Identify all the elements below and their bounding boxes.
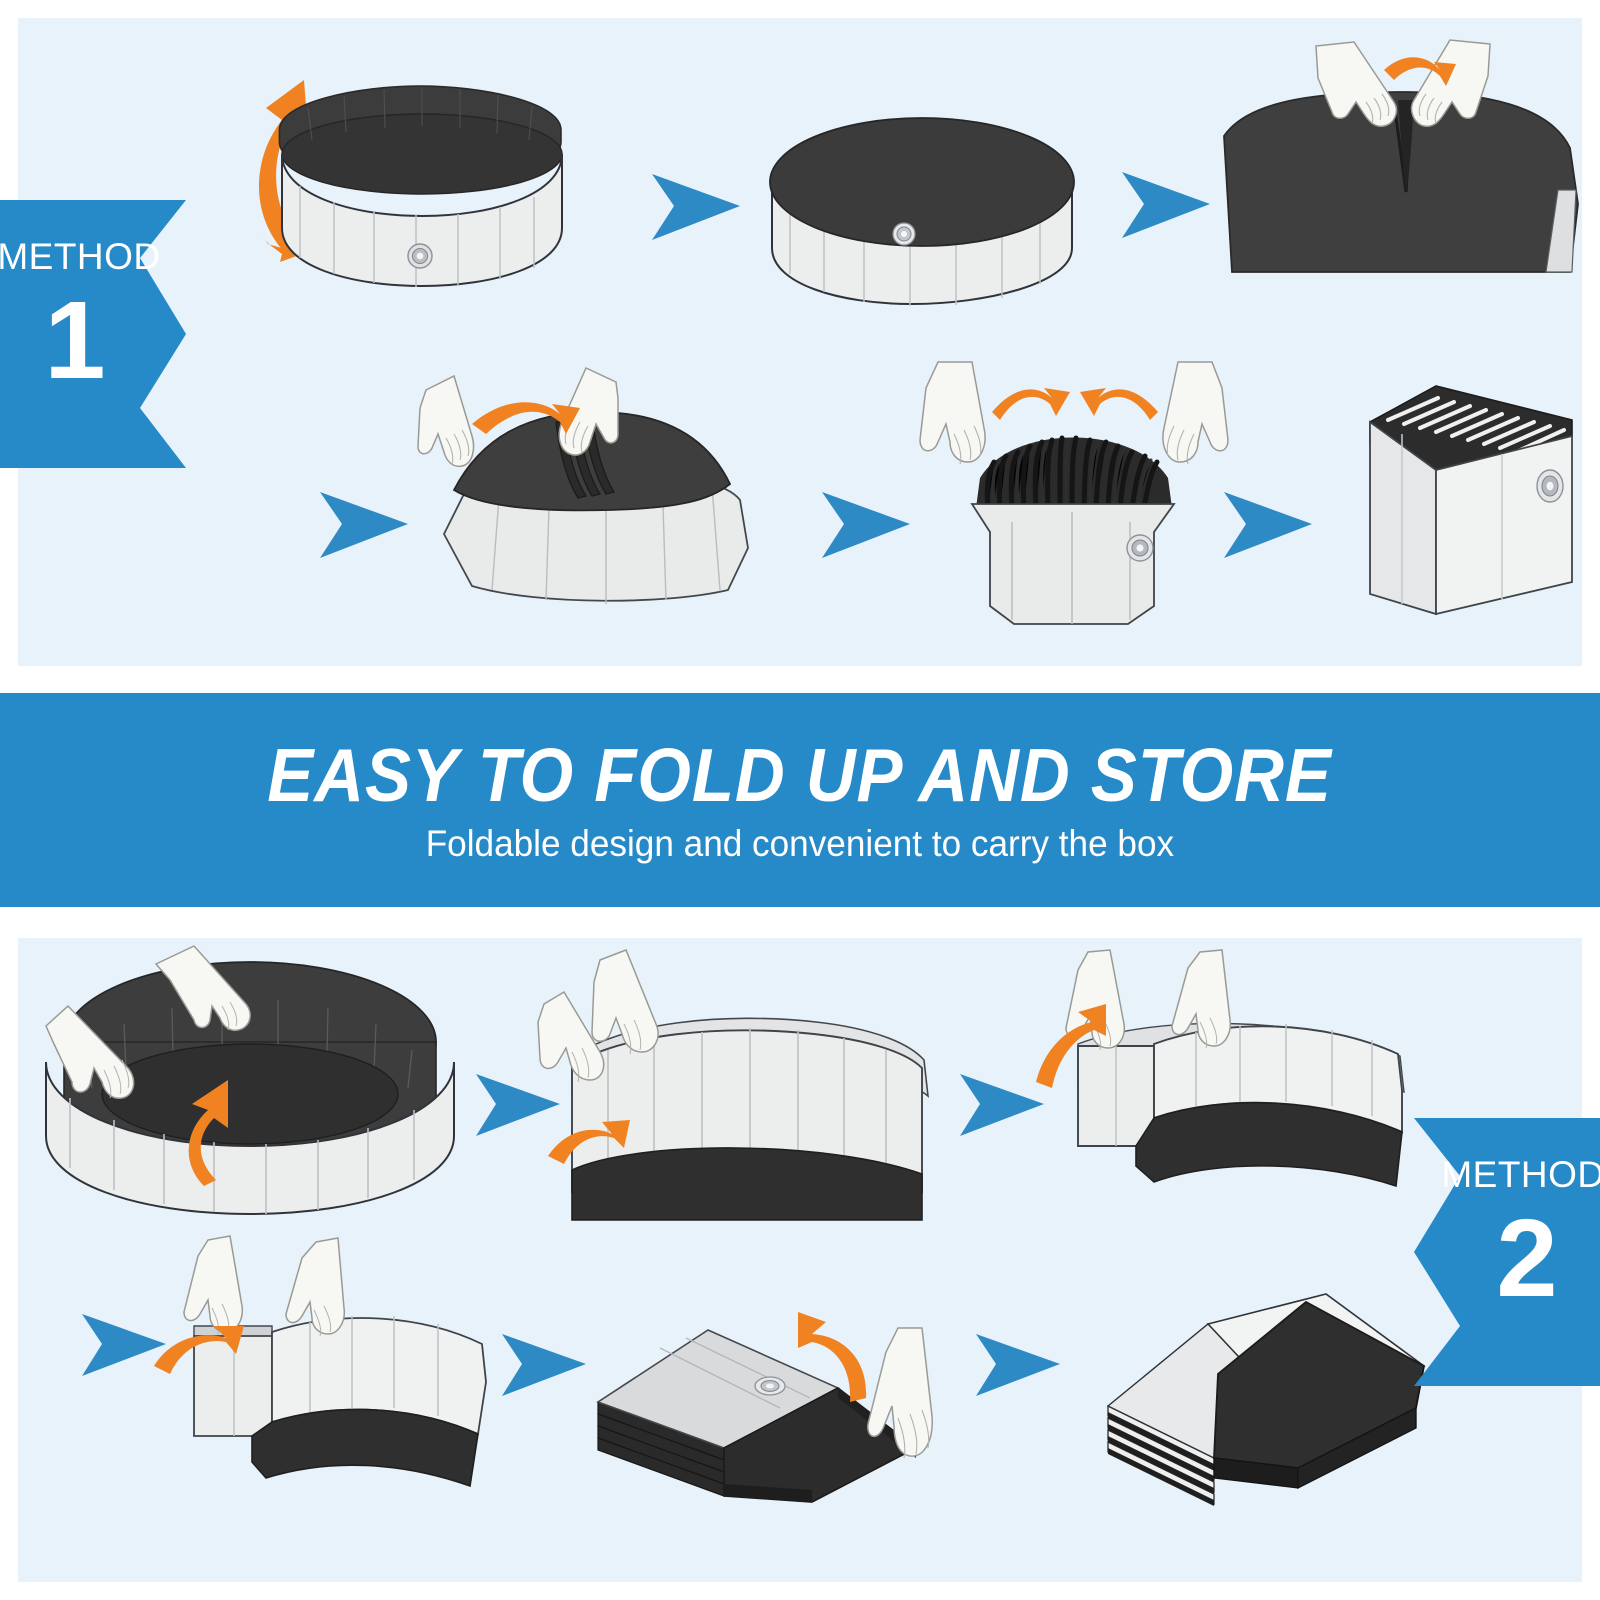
two-hands-icon [1065,949,1232,1051]
method1-flow-arrow-2 [1116,166,1216,244]
exterior-fold-lines [299,186,535,287]
pool-bottom-face [769,117,1075,247]
orange-arrow-right-icon [1384,57,1456,86]
orange-arrow-up-icon [188,1080,228,1186]
method2-step-3-illustration [1024,949,1424,1210]
orange-arrow-right-icon [992,388,1070,420]
method2-flow-arrow-3 [76,1308,172,1382]
exterior-fold-lines [1011,512,1131,624]
method1-step-5-illustration [902,361,1248,628]
orange-arrow-up-right-icon [548,1120,630,1164]
flap-edge [724,1484,812,1502]
method-2-ribbon: METHOD 2 [1414,1118,1600,1386]
method2-step-2-illustration [526,948,946,1228]
two-hands-icon [919,361,1229,465]
two-hands-icon [417,366,619,468]
orange-arrow-left-icon [1080,388,1158,420]
exterior-fold-lines [233,1316,439,1436]
method-1-panel: METHOD 1 [0,18,1582,666]
method2-step-6-illustration [1094,1278,1454,1528]
pool-exterior-wall [281,153,563,288]
method2-step-1-illustration [32,938,462,1238]
drain-grommet-icon [407,243,433,269]
folded-side-panel [193,1335,273,1437]
drain-grommet-icon [1536,469,1564,503]
orange-arrow-right-icon [472,402,580,434]
two-hands-icon [537,949,659,1083]
pool-body-gathered [970,503,1176,625]
method2-step-4-illustration [148,1235,528,1516]
pleat-lines [1386,396,1566,454]
pool-wall-edge [1545,189,1577,273]
method1-step-2-illustration [724,106,1124,316]
method1-step-6-illustration [1322,358,1592,620]
method1-flow-arrow-4 [816,486,916,564]
method1-step-3-illustration [1198,39,1598,312]
pool-exterior-wall [45,1061,455,1216]
pool-floor-dark [1135,1101,1403,1188]
method1-flow-arrow-3 [314,486,414,564]
method1-step-4-illustration [410,364,770,624]
headline-band: EASY TO FOLD UP AND STORE Foldable desig… [0,693,1600,907]
orange-arrow-right-icon [154,1326,244,1374]
fold-crease-lines [659,1337,811,1409]
exterior-fold-lines [491,472,721,604]
method2-step-5-illustration [560,1286,960,1536]
orange-arrow-up-left-icon [798,1312,867,1402]
one-hand-icon [867,1327,933,1459]
pinch-crease-fill [1398,100,1414,192]
headline-text: EASY TO FOLD UP AND STORE [267,733,1333,817]
method1-flow-arrow-1 [646,168,746,246]
method1-step-1-illustration [208,58,628,348]
drain-grommet-icon [1126,534,1154,562]
stack-layers [1107,1404,1215,1506]
orange-curved-arrow-up [258,80,308,262]
pool-folded-body [1223,91,1579,273]
two-hands-icon [1315,39,1491,128]
pleat-strands-back [991,438,1153,504]
method2-flow-arrow-1 [470,1068,566,1142]
exterior-fold-lines [1401,434,1503,604]
subheadline-text: Foldable design and convenient to carry … [425,823,1175,864]
method2-flow-arrow-4 [496,1328,592,1402]
interior-fold-lines [87,1000,413,1089]
two-hands-icon [183,1235,346,1337]
interior-fold-lines [307,87,533,141]
exterior-fold-lines [1115,1024,1373,1146]
method1-flow-arrow-5 [1218,486,1318,564]
method-2-panel: METHOD 2 [18,938,1600,1582]
pleat-strands [984,435,1160,511]
method-1-ribbon: METHOD 1 [0,200,186,468]
pool-floor [101,1043,399,1145]
method2-flow-arrow-5 [970,1328,1066,1402]
pool-floor-dark [251,1408,479,1488]
pool-floor-dark [571,1147,923,1221]
stack-layers [597,1401,725,1497]
two-hands-icon [45,945,251,1099]
exterior-fold-lines [69,1098,415,1214]
drain-grommet-icon [892,222,916,246]
drain-grommet-icon [754,1376,786,1396]
method2-flow-arrow-2 [954,1068,1050,1142]
orange-arrow-up-left-icon [1036,1004,1106,1088]
